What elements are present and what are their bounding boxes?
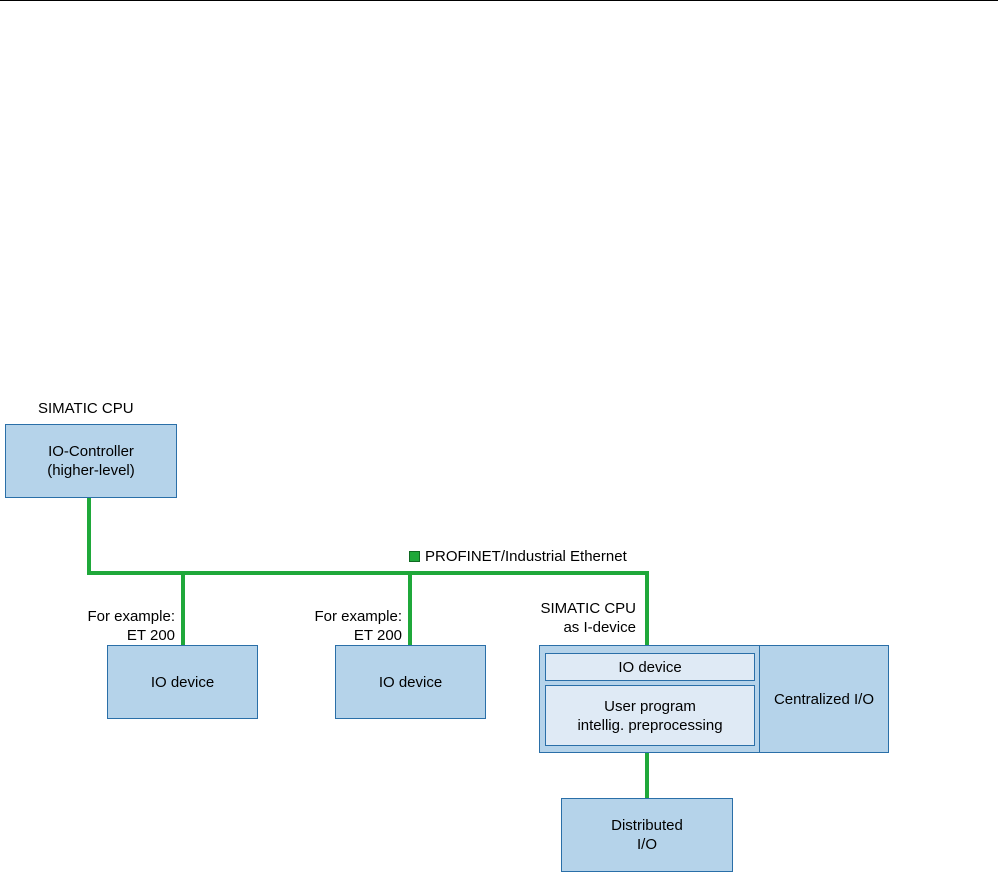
idevice-caption: SIMATIC CPU as I-device: [540, 600, 636, 636]
profinet-bus-line: [87, 571, 649, 575]
controller-caption: SIMATIC CPU: [38, 400, 134, 417]
idevice-io-device-box: IO device: [545, 653, 755, 681]
device1-drop-line: [181, 571, 185, 647]
profinet-legend-swatch: [409, 551, 420, 562]
io-device-box-1: IO device: [107, 645, 258, 719]
top-rule: [0, 0, 998, 1]
controller-drop-line: [87, 497, 91, 575]
device2-caption: For example: ET 200: [314, 608, 402, 644]
distributed-io-box: Distributed I/O: [561, 798, 733, 872]
io-device-box-2: IO device: [335, 645, 486, 719]
idevice-drop-line: [645, 571, 649, 647]
io-controller-box: IO-Controller (higher-level): [5, 424, 177, 498]
distributed-drop-line: [645, 752, 649, 800]
device2-drop-line: [408, 571, 412, 647]
centralized-io-box: Centralized I/O: [759, 645, 889, 753]
network-legend: PROFINET/Industrial Ethernet: [409, 547, 627, 566]
user-program-box: User program intellig. preprocessing: [545, 685, 755, 746]
network-legend-label: PROFINET/Industrial Ethernet: [425, 548, 627, 565]
device1-caption: For example: ET 200: [87, 608, 175, 644]
